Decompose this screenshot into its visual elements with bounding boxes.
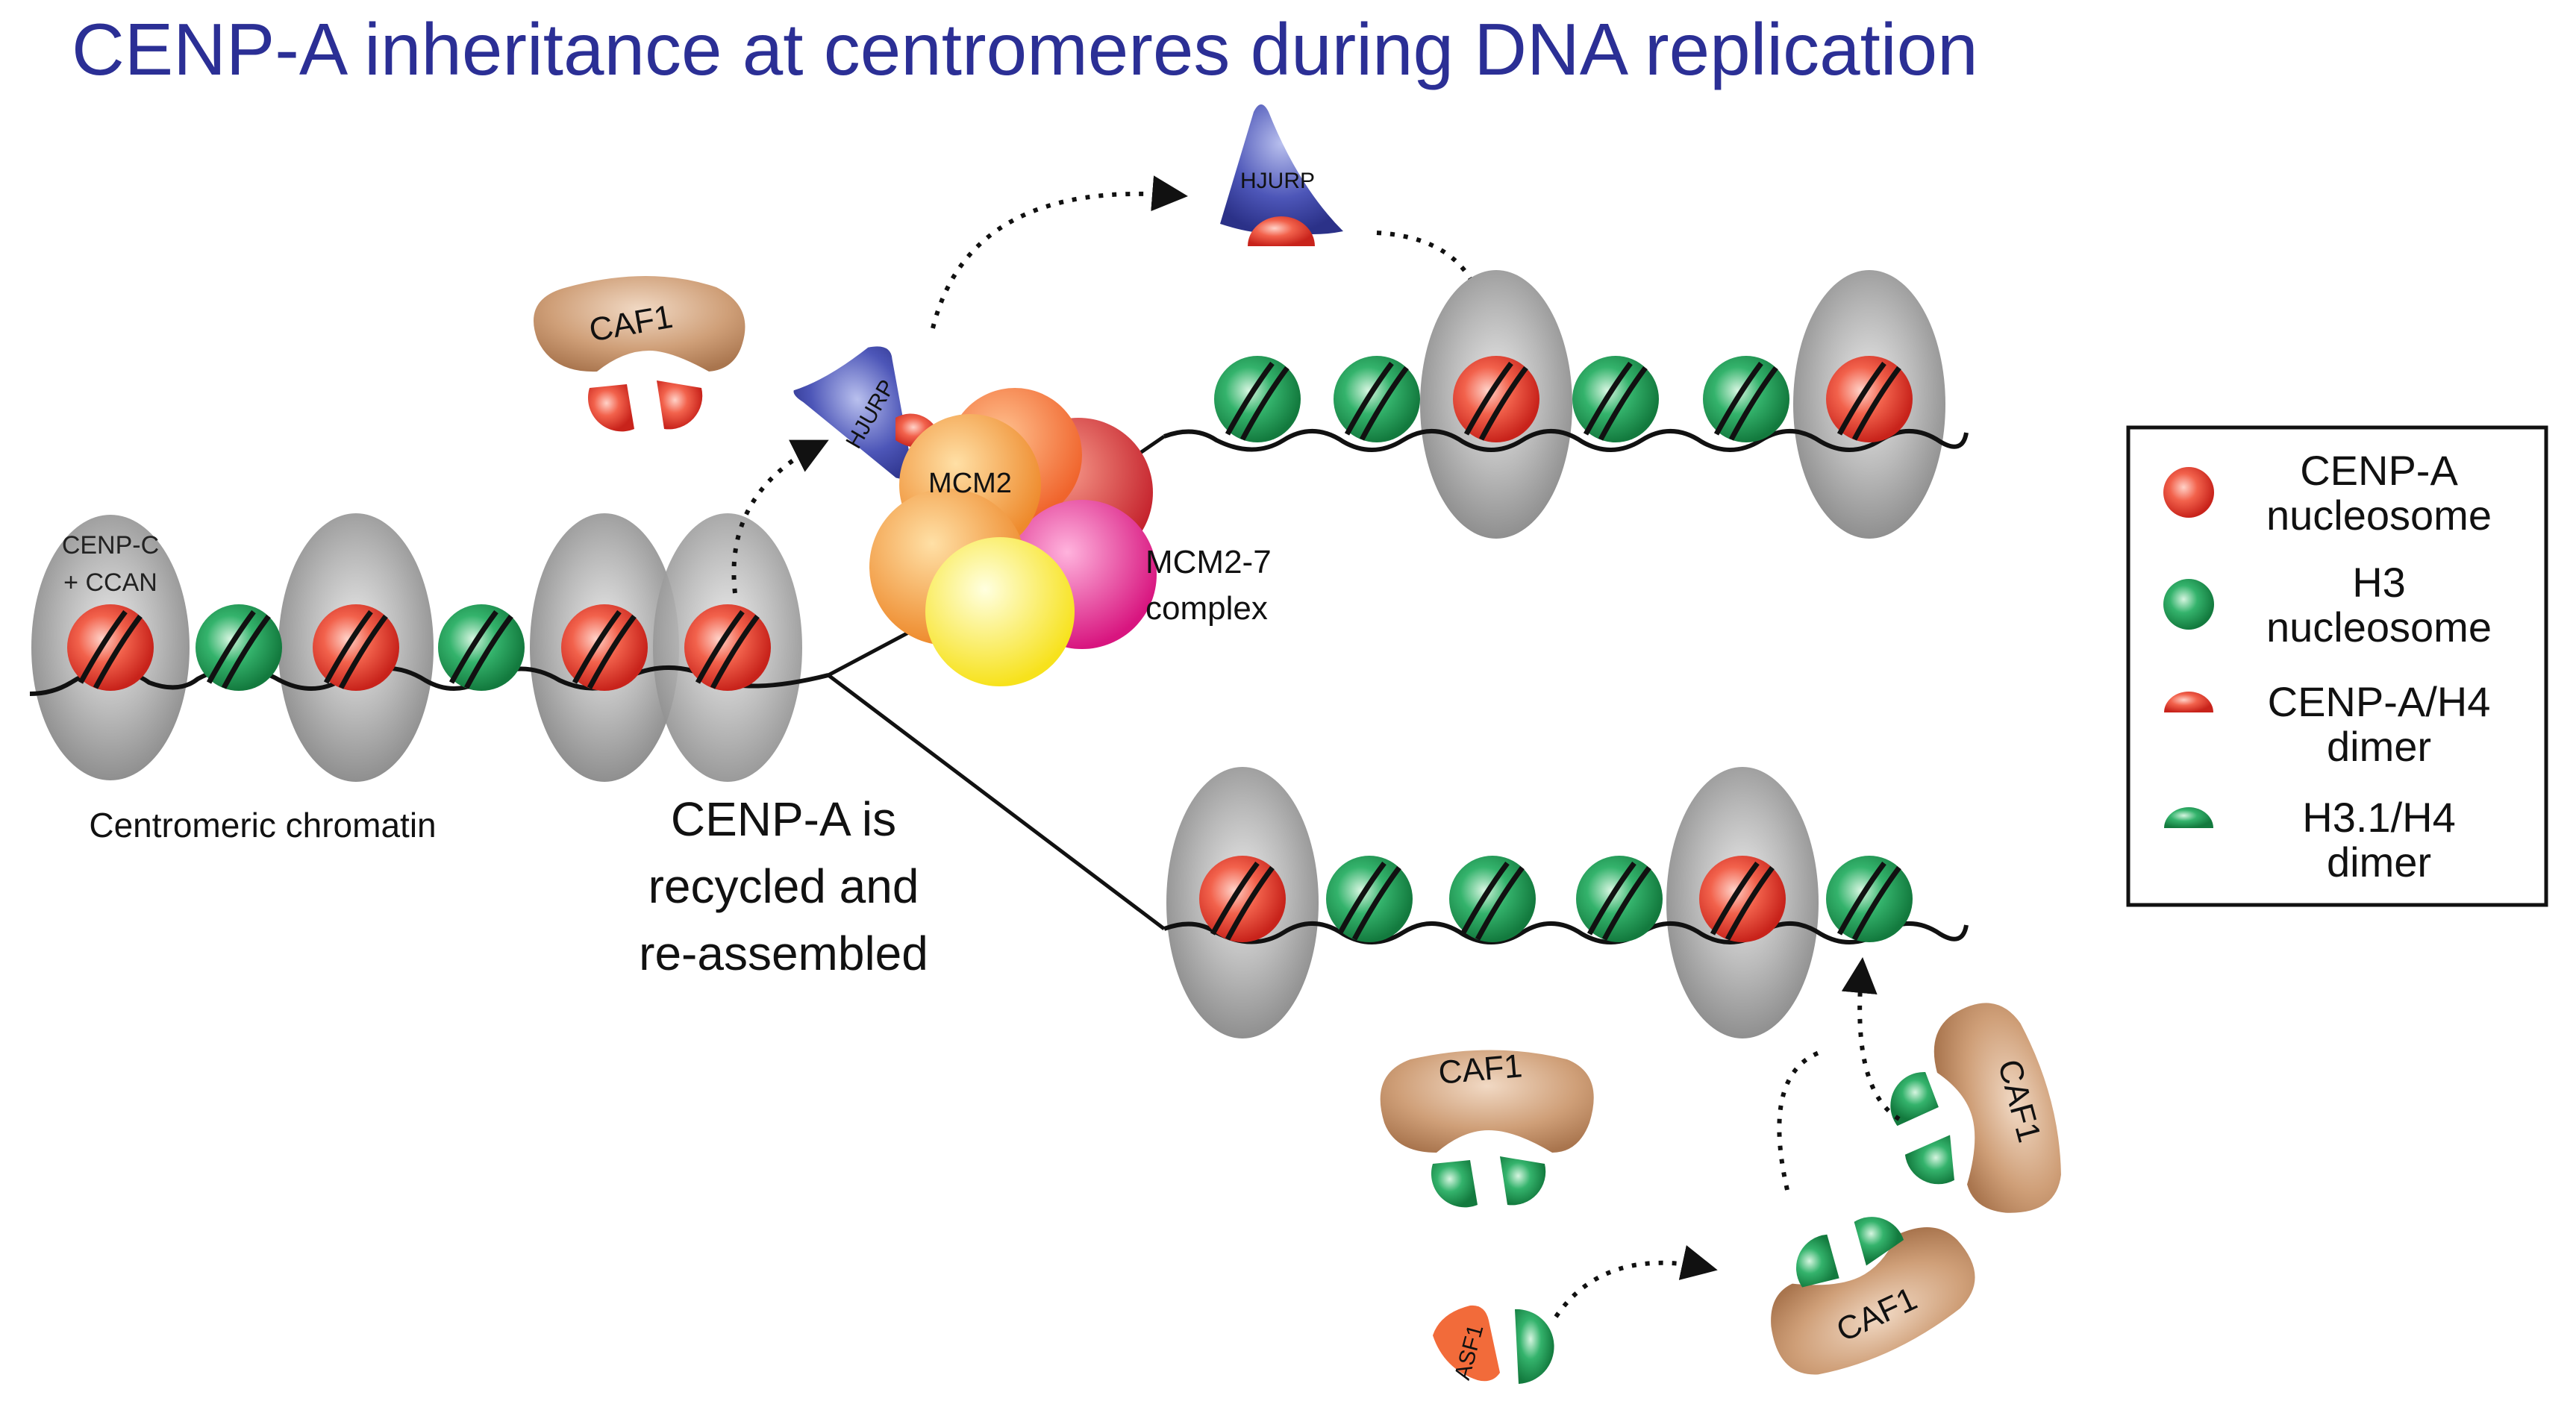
hjurp-label: HJURP	[1240, 169, 1315, 193]
cenpa-nucleosome-icon	[2163, 467, 2214, 518]
legend-label: H3.1/H4	[2302, 794, 2455, 841]
cenpa-nucleosome	[1699, 856, 1786, 942]
dotted-arrow	[1841, 957, 1901, 1121]
dotted-arrow	[1777, 1050, 1822, 1191]
mcm-complex-label-line2: complex	[1145, 590, 1268, 627]
legend-label: CENP-A/H4	[2268, 678, 2491, 725]
h3-nucleosome	[438, 604, 525, 691]
dotted-arrow	[1376, 231, 1501, 337]
upper-daughter-chromatin	[1163, 270, 1969, 539]
caf1-complex: CAF1	[534, 276, 745, 432]
cenpa-nucleosome	[67, 604, 154, 691]
page-title: CENP-A inheritance at centromeres during…	[72, 8, 1978, 90]
h3-nucleosome	[1572, 356, 1659, 442]
legend-label: nucleosome	[2266, 604, 2492, 651]
ccan-label-line2: + CCAN	[63, 568, 157, 597]
h3-nucleosome	[1703, 356, 1789, 442]
cenpa-h4-dimer	[657, 380, 703, 430]
legend-label: H3	[2352, 559, 2406, 606]
hjurp-free: HJURP	[1220, 104, 1343, 246]
recycled-label-line3: re-assembled	[639, 927, 928, 980]
dotted-arrow	[931, 175, 1188, 329]
legend-label: CENP-A	[2300, 447, 2458, 494]
h3-nucleosome	[1214, 356, 1301, 442]
legend-label: nucleosome	[2266, 492, 2492, 539]
mcm2-label: MCM2	[928, 468, 1012, 499]
mcm-complex-label-line1: MCM2-7	[1145, 544, 1272, 580]
mcm2-7-complex: MCM2	[869, 388, 1157, 686]
h31-h4-dimer	[1515, 1309, 1554, 1384]
legend-item-h3-nucleosome: H3 nucleosome	[2163, 559, 2492, 651]
h3-nucleosome	[1449, 856, 1536, 942]
h3-nucleosome	[1576, 856, 1663, 942]
legend: CENP-A nucleosome H3 nucleosome CENP-A/H…	[2126, 425, 2548, 907]
lower-daughter-chromatin	[1163, 767, 1969, 1038]
cenpa-nucleosome	[313, 604, 399, 691]
legend-item-cenpa-h4-dimer: CENP-A/H4 dimer	[2164, 678, 2490, 770]
fork-lower-arm	[827, 674, 1166, 930]
dna-strand	[1163, 921, 1969, 944]
h31-h4-dimer-icon	[2164, 807, 2213, 828]
parental-chromatin: CENP-C + CCAN Centromeric chromatin	[29, 513, 829, 845]
legend-label: dimer	[2327, 723, 2431, 770]
cenpa-h4-dimer	[1248, 216, 1315, 246]
recycled-label-line1: CENP-A is	[671, 792, 896, 846]
h3-nucleosome	[1326, 856, 1413, 942]
h31-h4-dimer	[1795, 1234, 1839, 1288]
legend-item-h31-h4-dimer: H3.1/H4 dimer	[2164, 794, 2456, 886]
h31-h4-dimer	[1890, 1071, 1939, 1127]
h3-nucleosome	[1826, 856, 1913, 942]
cenpa-h4-dimer	[587, 384, 634, 432]
cenpa-nucleosome	[1199, 856, 1286, 942]
caf1-label: CAF1	[1437, 1047, 1524, 1091]
dotted-arrow	[1554, 1245, 1718, 1318]
h31-h4-dimer	[1500, 1156, 1546, 1206]
h3-nucleosome	[1334, 356, 1420, 442]
recycled-label-line2: recycled and	[648, 859, 919, 913]
cenpa-nucleosome	[561, 604, 648, 691]
dna-strand	[1163, 429, 1969, 452]
caf1-complex: CAF1	[1771, 1217, 1975, 1375]
legend-item-cenpa-nucleosome: CENP-A nucleosome	[2163, 447, 2492, 539]
h31-h4-dimer	[1854, 1217, 1904, 1266]
h3-nucleosome	[196, 604, 282, 691]
caf1-complex: CAF1	[1890, 1003, 2061, 1213]
centromeric-chromatin-label: Centromeric chromatin	[89, 806, 436, 845]
h31-h4-dimer	[1431, 1160, 1478, 1208]
asf1-complex: ASF1	[1433, 1305, 1554, 1384]
cenpa-h4-dimer-icon	[2164, 692, 2213, 712]
h3-nucleosome-icon	[2163, 579, 2214, 630]
dna-strand	[29, 665, 829, 696]
cenpa-nucleosome	[684, 604, 771, 691]
ccan-label-line1: CENP-C	[62, 531, 159, 560]
caf1-complex: CAF1	[1380, 1047, 1594, 1208]
cenpa-nucleosome	[1453, 356, 1539, 442]
h31-h4-dimer	[1904, 1135, 1954, 1185]
legend-label: dimer	[2327, 839, 2431, 886]
cenpa-nucleosome	[1826, 356, 1913, 442]
